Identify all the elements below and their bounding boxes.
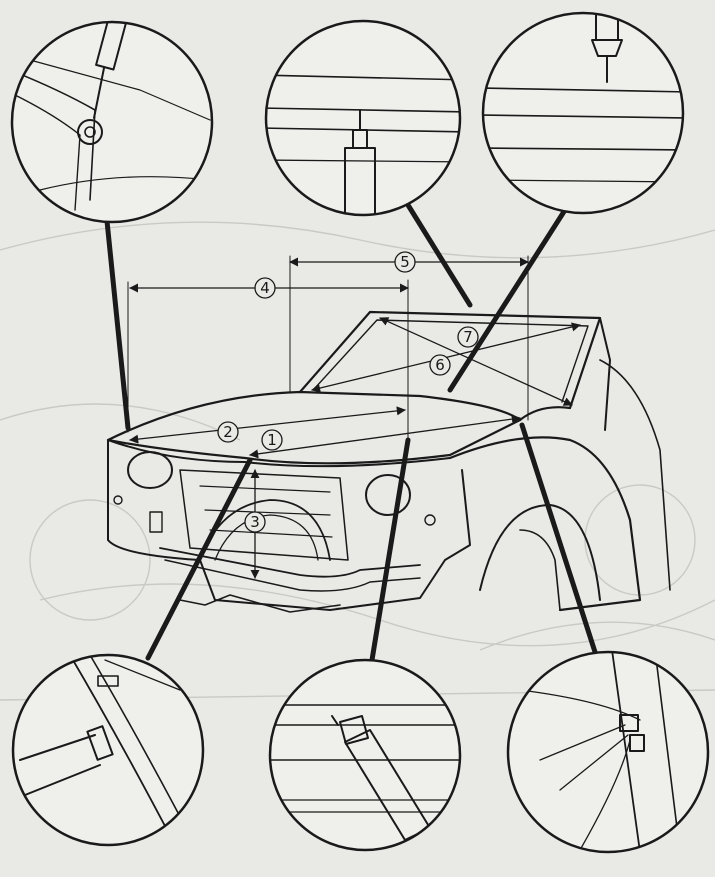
detail-circle-top-left — [10, 20, 214, 224]
svg-text:1: 1 — [267, 431, 277, 449]
callout-3: 3 — [244, 511, 266, 533]
svg-text:5: 5 — [400, 253, 410, 271]
callout-6: 6 — [429, 354, 451, 376]
detail-circle-bottom-right — [506, 650, 710, 854]
callout-1: 1 — [261, 429, 283, 451]
callout-5: 5 — [394, 251, 416, 273]
detail-circle-top-right — [481, 11, 685, 215]
svg-text:7: 7 — [463, 328, 473, 346]
svg-text:4: 4 — [260, 279, 270, 297]
callout-4: 4 — [254, 277, 276, 299]
leader-lines — [104, 202, 598, 663]
detail-circle-bottom-left — [11, 653, 205, 847]
car-body — [106, 310, 671, 613]
callout-7: 7 — [457, 326, 479, 348]
callout-labels: 1 2 3 4 5 6 7 — [217, 251, 479, 533]
measurement-lines — [127, 255, 581, 579]
svg-text:2: 2 — [223, 423, 233, 441]
callout-2: 2 — [217, 421, 239, 443]
detail-circle-bottom-middle — [268, 658, 462, 852]
detail-circle-top-middle — [264, 19, 462, 217]
svg-text:3: 3 — [250, 513, 260, 531]
svg-text:6: 6 — [435, 356, 445, 374]
